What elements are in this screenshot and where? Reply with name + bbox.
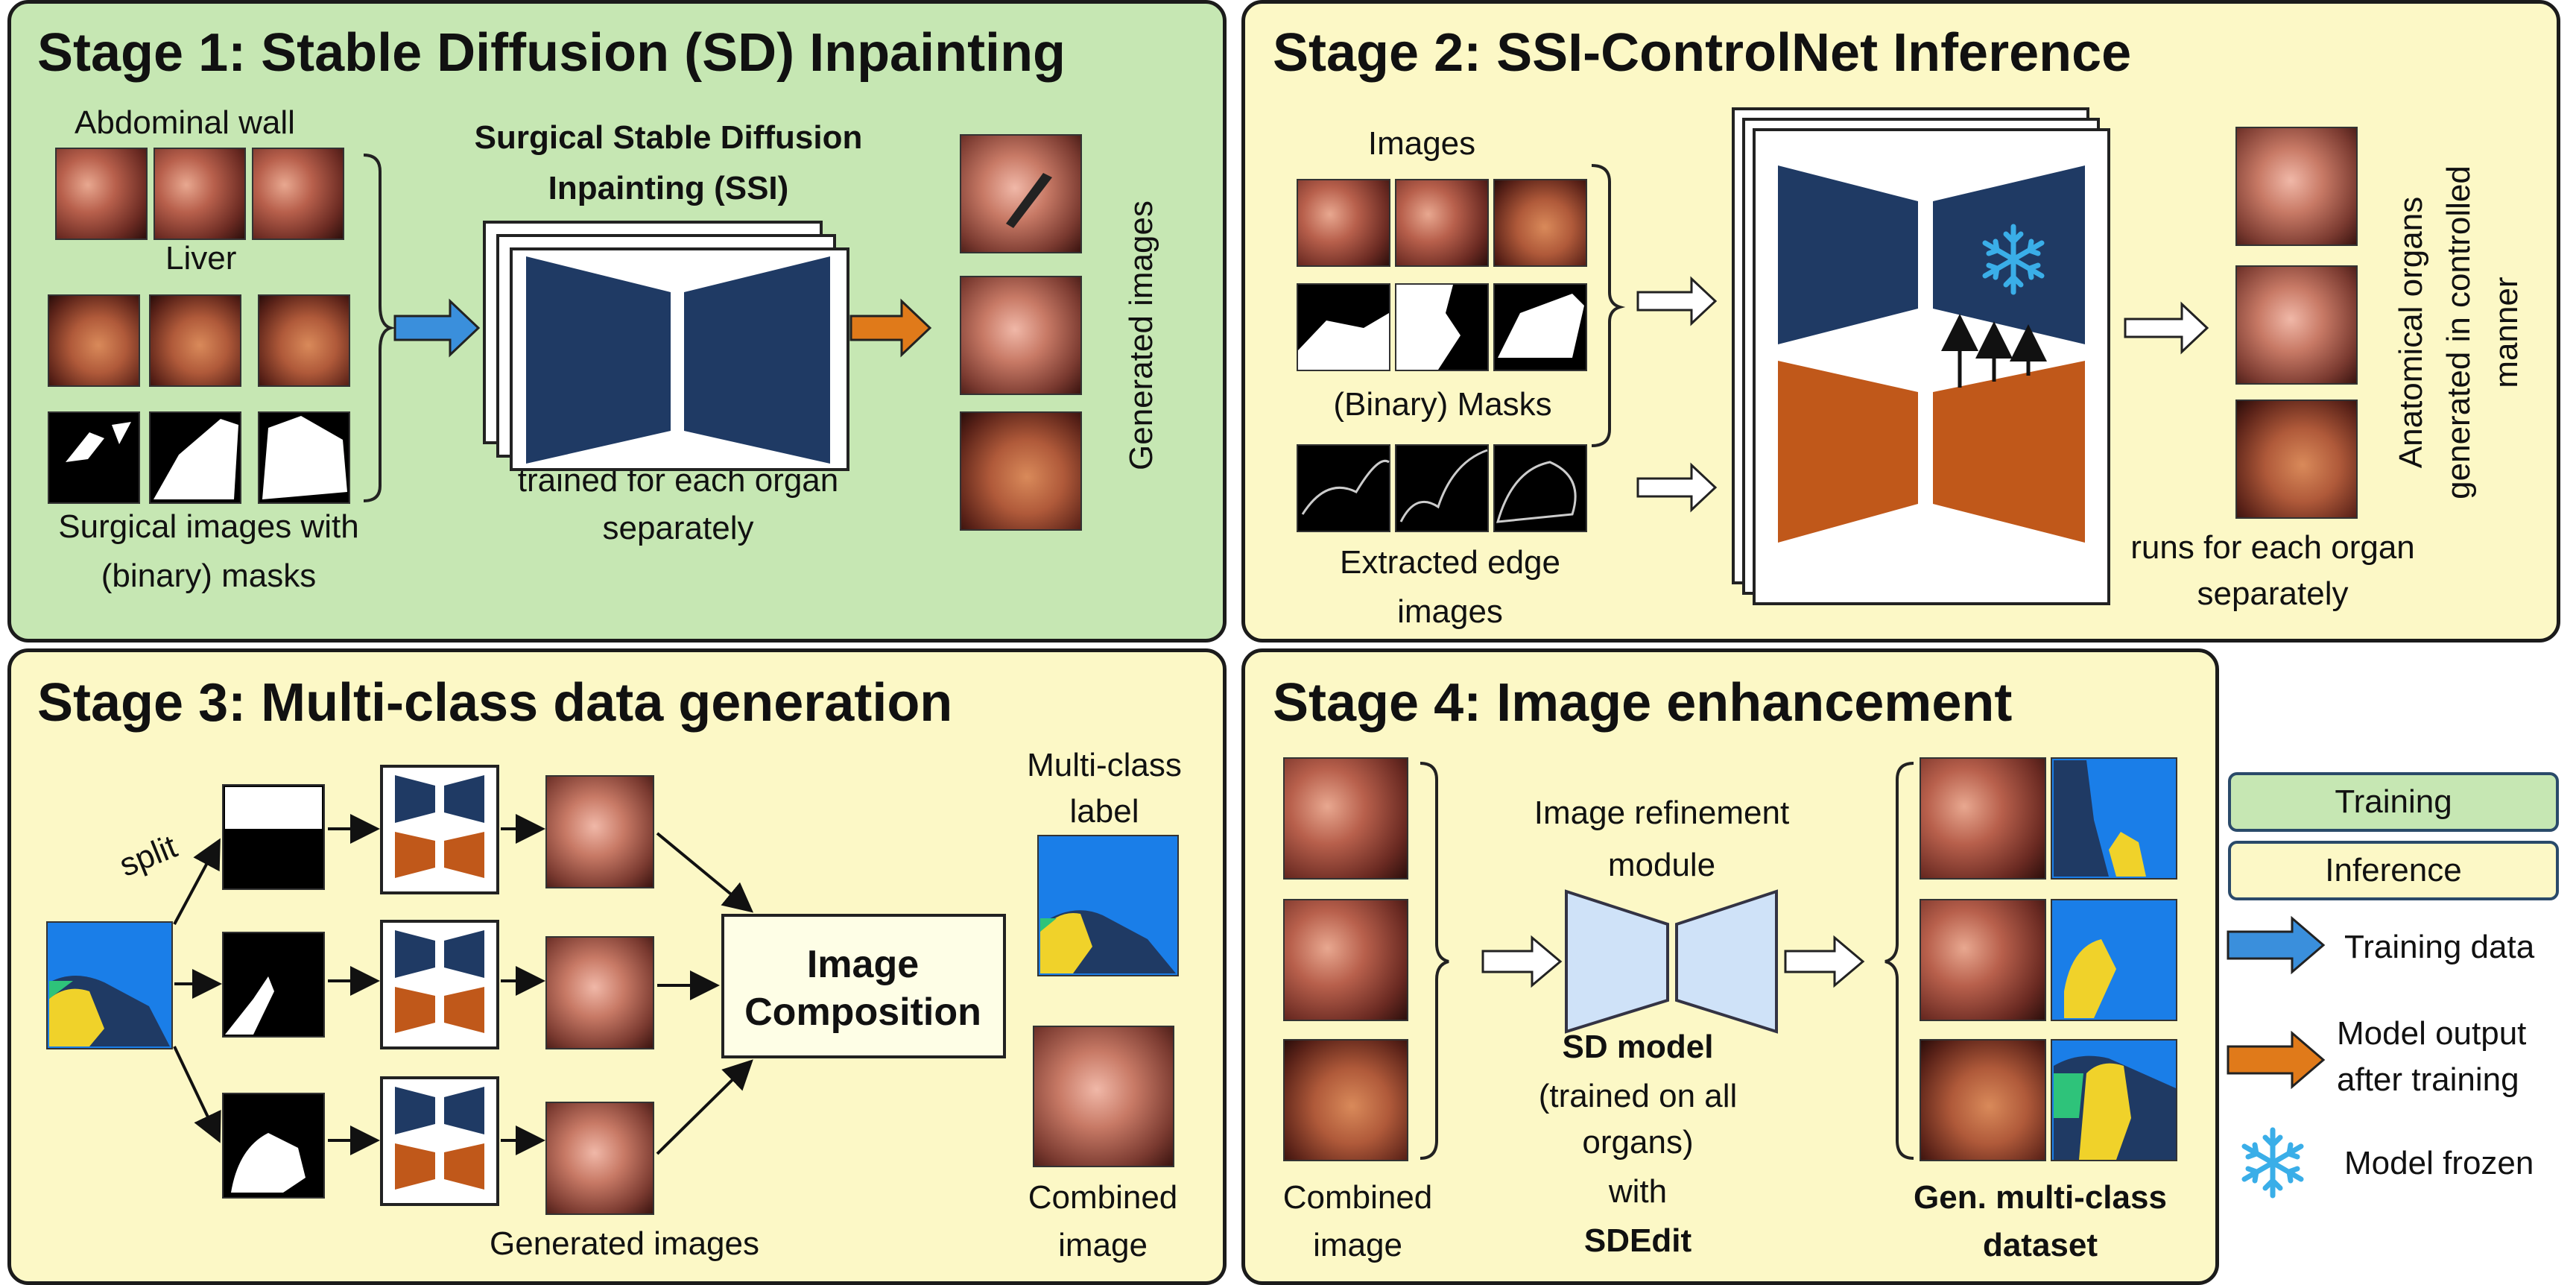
stage4-title: Stage 4: Image enhancement xyxy=(1273,673,2013,733)
stage1-generated-img-1 xyxy=(960,134,1082,253)
stage3-composition-box xyxy=(721,914,1006,1058)
legend-training: Training xyxy=(2228,772,2559,832)
stage2-edge-line1: Extracted edge xyxy=(1340,544,1560,581)
stage3-split-mask-3 xyxy=(222,1093,325,1199)
stage2-output-3 xyxy=(2235,400,2358,519)
legend-inference: Inference xyxy=(2228,841,2559,900)
stage1-model-line1: Surgical Stable Diffusion xyxy=(474,119,863,156)
stage4-with: with xyxy=(1608,1173,1668,1210)
legend-training-arrow-icon xyxy=(2227,915,2326,975)
stage3-combined-line1: Combined xyxy=(1028,1179,1178,1216)
stage2-mask-1 xyxy=(1297,283,1390,371)
stage1-train-line2: separately xyxy=(602,510,754,546)
stage2-output-2 xyxy=(2235,265,2358,385)
stage3-generated-3 xyxy=(545,1102,654,1215)
stage4-dataset-line1: Gen. multi-class xyxy=(1914,1179,2167,1216)
stage2-runs-line1: runs for each organ xyxy=(2130,529,2415,566)
stage1-generated-img-3 xyxy=(960,411,1082,531)
stage2-ssi-label: SSI xyxy=(1903,139,1957,175)
stage3-title: Stage 3: Multi-class data generation xyxy=(37,673,953,733)
stage2-edge-line2: images xyxy=(1397,593,1503,630)
stage1-liver-img-2 xyxy=(149,294,241,387)
stage3-label-line2: label xyxy=(1069,793,1139,830)
stage4-sd-model: SD model xyxy=(1562,1029,1714,1065)
stage2-output-1 xyxy=(2235,127,2358,246)
stage1-generated-label: Generated images xyxy=(1123,201,1159,470)
stage1-caption-line1: Surgical images with xyxy=(58,508,359,545)
stage3-multiclass-label xyxy=(1037,835,1179,976)
stage4-dataset-line2: dataset xyxy=(1982,1227,2098,1263)
stage2-edge-1 xyxy=(1297,444,1390,532)
stage3-generated-label: Generated images xyxy=(490,1225,759,1262)
stage2-images-label: Images xyxy=(1367,125,1476,162)
stage2-runs-line2: separately xyxy=(2197,575,2349,612)
stage4-refine-line1: Image refinement xyxy=(1534,795,1790,831)
stage3-split-mask-2 xyxy=(222,932,325,1038)
stage3-composition-line2: Composition xyxy=(744,991,981,1034)
stage4-sd-note2: organs) xyxy=(1582,1124,1694,1161)
stage2-image-1 xyxy=(1297,179,1390,267)
stage3-label-line1: Multi-class xyxy=(1027,747,1182,783)
stage1-label-liver: Liver xyxy=(165,240,237,277)
stage4-combined-line1: Combined xyxy=(1282,1179,1433,1216)
stage2-cn-label: Pre-trained CN xyxy=(1820,544,2039,581)
stage3-split-mask-1 xyxy=(222,784,325,890)
stage4-combined-3 xyxy=(1283,1039,1408,1161)
stage2-edge-3 xyxy=(1493,444,1587,532)
stage1-mask-3 xyxy=(258,411,350,504)
stage3-input-label-map xyxy=(46,921,173,1049)
stage2-output-line3: manner xyxy=(2488,277,2525,388)
stage2-title: Stage 2: SSI-ControlNet Inference xyxy=(1273,23,2132,83)
stage1-mask-2 xyxy=(149,411,241,504)
stage2-masks-label: (Binary) Masks xyxy=(1333,386,1552,423)
stage4-sd-note1: (trained on all xyxy=(1538,1078,1738,1114)
stage1-generated-img-2 xyxy=(960,276,1082,395)
stage2-mask-2 xyxy=(1395,283,1489,371)
stage4-sdedit: SDEdit xyxy=(1583,1222,1692,1259)
stage1-abdominal-img-3 xyxy=(252,148,344,240)
stage4-output-label-3 xyxy=(2051,1039,2177,1161)
stage4-combined-2 xyxy=(1283,899,1408,1021)
stage4-output-label-2 xyxy=(2051,899,2177,1021)
stage1-mask-1 xyxy=(48,411,140,504)
legend-model-output-line1: Model output xyxy=(2337,1015,2527,1052)
stage4-output-label-1 xyxy=(2051,757,2177,880)
stage4-output-img-1 xyxy=(1920,757,2046,880)
stage2-output-line1: Anatomical organs xyxy=(2393,196,2429,469)
stage1-model-line2: Inpainting (SSI) xyxy=(548,170,789,206)
stage1-train-line1: trained for each organ xyxy=(517,462,839,499)
stage3-composition-line1: Image xyxy=(806,943,920,986)
legend-output-arrow-icon xyxy=(2227,1030,2326,1090)
stage3-combined-line2: image xyxy=(1058,1227,1148,1263)
legend-model-output-line2: after training xyxy=(2337,1061,2519,1098)
stage2-mask-3 xyxy=(1493,283,1587,371)
legend-frozen-icon xyxy=(2244,1130,2301,1196)
stage4-combined-line2: image xyxy=(1313,1227,1402,1263)
stage2-edge-2 xyxy=(1395,444,1489,532)
stage3-combined-image xyxy=(1033,1026,1174,1167)
stage1-abdominal-img-1 xyxy=(55,148,148,240)
stage4-refine-line2: module xyxy=(1607,847,1716,883)
stage1-liver-img-1 xyxy=(48,294,140,387)
legend-training-data-label: Training data xyxy=(2344,929,2535,965)
stage3-generated-1 xyxy=(545,775,654,888)
stage1-caption-line2: (binary) masks xyxy=(101,558,317,594)
stage2-image-3 xyxy=(1493,179,1587,267)
stage4-combined-1 xyxy=(1283,757,1408,880)
stage1-abdominal-img-2 xyxy=(154,148,246,240)
stage1-label-abdominal: Abdominal wall xyxy=(75,104,295,141)
stage2-image-2 xyxy=(1395,179,1489,267)
stage1-liver-img-3 xyxy=(258,294,350,387)
stage2-output-line2: generated in controlled xyxy=(2440,165,2477,499)
stage3-generated-2 xyxy=(545,936,654,1049)
stage4-output-img-2 xyxy=(1920,899,2046,1021)
legend-model-frozen-label: Model frozen xyxy=(2344,1145,2534,1181)
stage4-output-img-3 xyxy=(1920,1039,2046,1161)
stage1-title: Stage 1: Stable Diffusion (SD) Inpaintin… xyxy=(37,23,1066,83)
